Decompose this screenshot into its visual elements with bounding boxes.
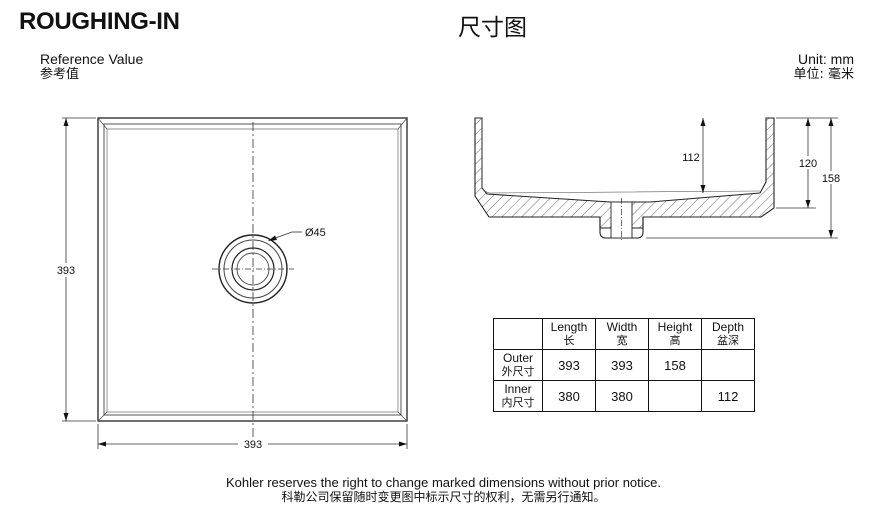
col-height: Height 高 bbox=[648, 318, 702, 350]
height-label-bg bbox=[52, 263, 80, 277]
outer-height: 158 bbox=[648, 349, 702, 381]
height-arrow-top bbox=[63, 118, 69, 126]
table-row: Outer 外尺寸 393 393 158 bbox=[493, 349, 755, 381]
unit-note: Unit: mm 单位: 毫米 bbox=[793, 51, 854, 83]
height-arrow-bottom bbox=[63, 413, 69, 421]
width-arrow-right bbox=[399, 441, 407, 447]
inner-surface-line bbox=[481, 118, 761, 194]
width-label: 393 bbox=[244, 439, 262, 451]
corner-tr bbox=[397, 117, 408, 130]
body-label-bg bbox=[796, 156, 820, 169]
body-arrow-bottom bbox=[805, 200, 811, 208]
corner-tl bbox=[97, 117, 108, 130]
reference-cn: 参考值 bbox=[40, 67, 80, 82]
basin-inner-edge bbox=[106, 128, 399, 413]
col-length: Length 长 bbox=[542, 318, 596, 350]
height-label: 393 bbox=[57, 265, 75, 277]
outer-width: 393 bbox=[595, 349, 649, 381]
body-label: 120 bbox=[799, 158, 817, 170]
total-label: 158 bbox=[822, 173, 840, 185]
body-arrow-top bbox=[805, 118, 811, 126]
title-en: ROUGHING-IN bbox=[19, 8, 180, 35]
col-height-en: Height bbox=[657, 320, 693, 334]
reference-en: Reference Value bbox=[40, 51, 144, 67]
reference-note: Reference Value 参考值 bbox=[40, 51, 143, 83]
depth-label: 112 bbox=[682, 152, 700, 164]
row-inner-en: Inner bbox=[504, 382, 532, 396]
col-height-cn: 高 bbox=[669, 334, 681, 347]
table-corner bbox=[493, 318, 543, 350]
basin-rim-line bbox=[103, 123, 402, 416]
col-length-cn: 长 bbox=[563, 334, 575, 347]
col-width: Width 宽 bbox=[595, 318, 649, 350]
side-view-drawing: 112 120 158 bbox=[474, 117, 843, 240]
inner-depth: 112 bbox=[701, 380, 755, 412]
row-inner-cn: 内尺寸 bbox=[501, 396, 535, 409]
outer-length: 393 bbox=[542, 349, 596, 381]
inner-length: 380 bbox=[542, 380, 596, 412]
outer-depth bbox=[701, 349, 755, 381]
col-width-cn: 宽 bbox=[616, 334, 628, 347]
row-inner-header: Inner 内尺寸 bbox=[493, 380, 543, 412]
table-header-row: Length 长 Width 宽 Height 高 Depth 盆深 bbox=[493, 318, 755, 350]
inner-width: 380 bbox=[595, 380, 649, 412]
total-arrow-bottom bbox=[828, 230, 834, 238]
unit-en: Unit: mm bbox=[798, 51, 854, 67]
row-outer-header: Outer 外尺寸 bbox=[493, 349, 543, 381]
disclaimer-cn: 科勒公司保留随时变更图中标示尺寸的权利，无需另行通知。 bbox=[281, 490, 606, 504]
top-view-drawing: 393 393 Ø45 bbox=[52, 117, 408, 451]
col-depth: Depth 盆深 bbox=[701, 318, 755, 350]
width-arrow-left bbox=[98, 441, 106, 447]
total-arrow-top bbox=[828, 118, 834, 126]
corner-br bbox=[397, 411, 408, 422]
total-label-bg bbox=[819, 171, 843, 184]
drain-label: Ø45 bbox=[305, 227, 326, 239]
depth-arrow-top bbox=[700, 118, 706, 126]
col-width-en: Width bbox=[606, 320, 638, 334]
depth-arrow-bottom bbox=[700, 185, 706, 193]
basin-outer-edge bbox=[97, 117, 408, 422]
corner-bl bbox=[97, 411, 108, 422]
disclaimer-en: Kohler reserves the right to change mark… bbox=[226, 475, 661, 490]
drain-leader-arrow bbox=[268, 235, 277, 241]
row-outer-cn: 外尺寸 bbox=[501, 365, 535, 378]
col-depth-en: Depth bbox=[711, 320, 745, 334]
unit-cn: 单位: 毫米 bbox=[793, 67, 854, 82]
width-label-bg bbox=[238, 437, 268, 451]
row-outer-en: Outer bbox=[502, 351, 533, 365]
disclaimer: Kohler reserves the right to change mark… bbox=[0, 475, 887, 505]
col-depth-cn: 盆深 bbox=[717, 334, 739, 347]
dimension-table: Length 长 Width 宽 Height 高 Depth 盆深 Outer… bbox=[493, 318, 755, 412]
col-length-en: Length bbox=[550, 320, 588, 334]
table-row: Inner 内尺寸 380 380 112 bbox=[493, 380, 755, 412]
title-cn: 尺寸图 bbox=[458, 15, 527, 41]
inner-height bbox=[648, 380, 702, 412]
